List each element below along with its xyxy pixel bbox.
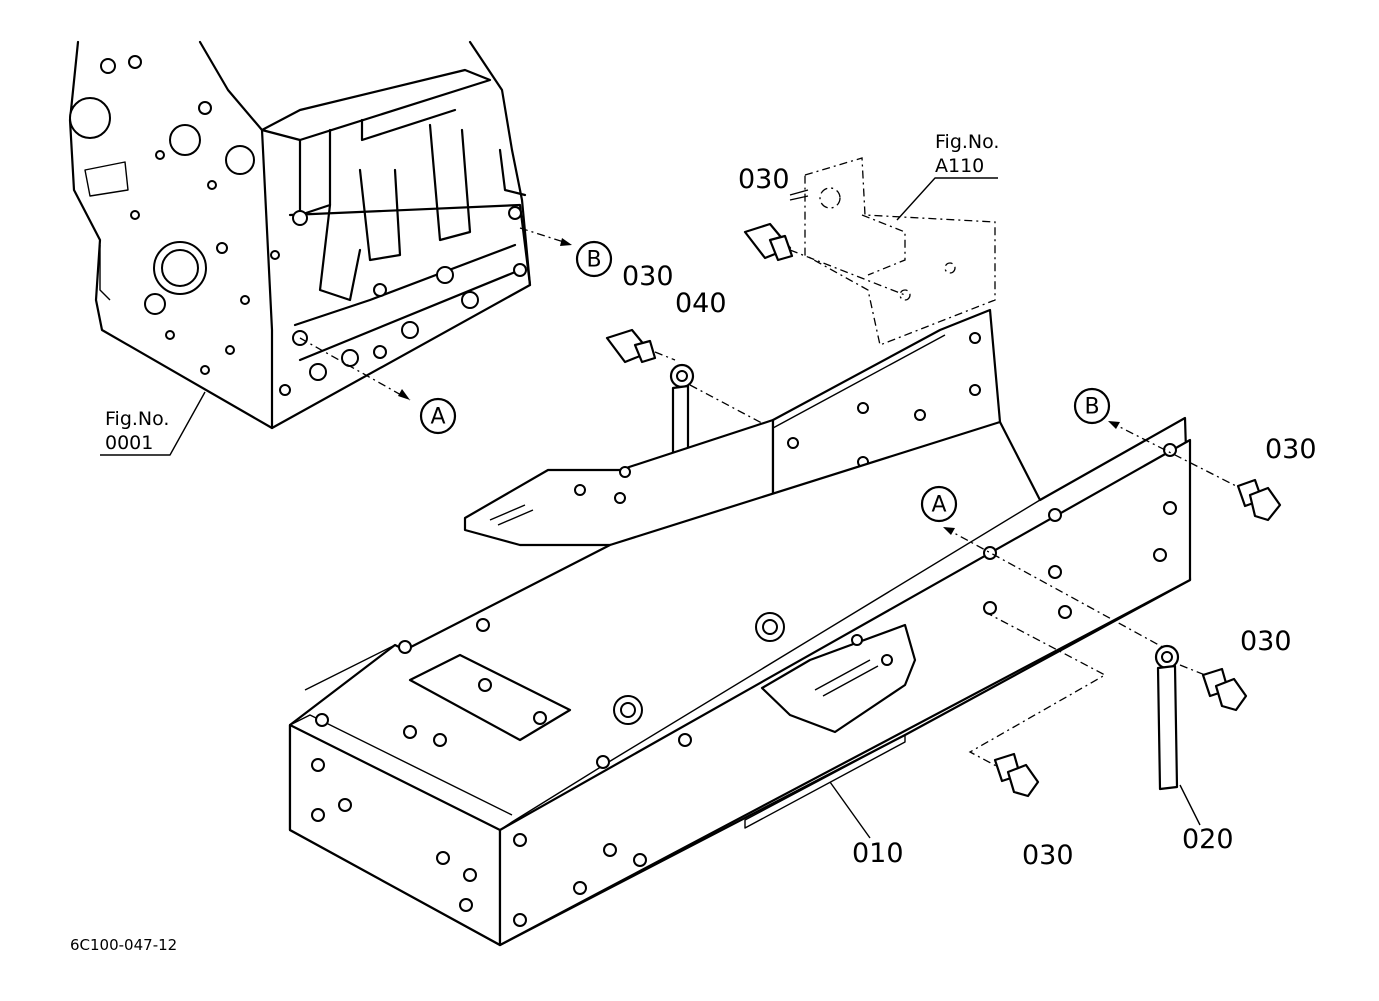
bolt-030-right-mid [1179,664,1248,712]
leader-010 [829,781,871,839]
engine-fig-number: 0001 [105,432,153,454]
label-030-right-top: 030 [1265,434,1317,465]
bracket-fig-number: A110 [935,155,984,177]
marker-a-engine-label: A [430,405,445,430]
marker-b-frame-label: B [1084,395,1099,420]
drawing-number: 6C100-047-12 [70,936,177,954]
bracket-figure-callout: Fig.No. A110 [896,131,999,221]
front-frame-010 [288,308,1192,947]
engine-fig-label: Fig.No. [105,408,169,430]
marker-b-engine-label: B [586,248,601,273]
label-030-middle: 030 [622,261,674,292]
engine-marker-b: B [519,227,613,278]
engine-figure-callout: Fig.No. 0001 [100,391,206,456]
bolt-030-bottom [968,611,1107,798]
mounting-bracket [804,157,996,346]
frame-marker-b: B [1073,387,1241,489]
label-040: 040 [675,288,727,319]
engine-block [68,40,532,430]
bracket-fig-label: Fig.No. [935,131,999,153]
label-010: 010 [852,838,904,869]
bolt-030-right-top [1236,478,1282,522]
label-030-bracket: 030 [738,164,790,195]
marker-a-frame-label: A [931,493,946,518]
bolt-030-middle [605,328,676,364]
label-030-right-mid: 030 [1240,626,1292,657]
engine-marker-a: A [299,337,457,435]
label-030-bottom: 030 [1022,840,1074,871]
bolt-030-bracket [743,189,906,296]
label-020: 020 [1182,824,1234,855]
frame-marker-a: A [920,485,1169,651]
ground-lug-020 [1154,644,1201,826]
